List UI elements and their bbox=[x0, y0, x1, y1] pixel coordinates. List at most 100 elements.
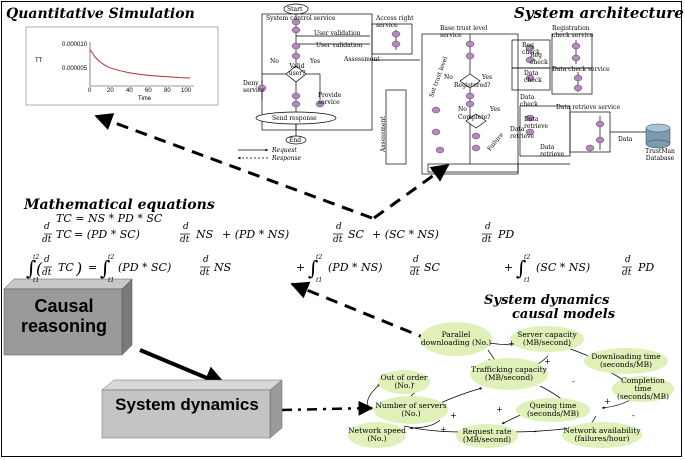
process-dot bbox=[391, 40, 401, 48]
arch-data: Data bbox=[618, 136, 633, 143]
node-number-of-servers: Number of servers (No.) bbox=[374, 396, 448, 424]
process-dot bbox=[525, 44, 535, 52]
process-dot bbox=[315, 100, 325, 108]
sign-6: + bbox=[604, 397, 611, 406]
sign-4: + bbox=[544, 357, 551, 366]
eq2-d-3: d bbox=[485, 222, 491, 232]
eq3-d-2: d bbox=[413, 255, 419, 265]
sign-12: - bbox=[632, 411, 635, 420]
process-dot bbox=[595, 120, 605, 128]
eq3-plus-1: + bbox=[296, 261, 306, 274]
sign-1: + bbox=[508, 339, 515, 348]
eq2-term-1: = (PD * SC) bbox=[74, 228, 140, 241]
eq3-integral-3: ∫ bbox=[516, 256, 527, 280]
eq3-lhs: TC bbox=[58, 261, 74, 274]
arch-system-control: System control service bbox=[266, 15, 336, 22]
process-dot bbox=[291, 42, 301, 50]
sign-3: - bbox=[488, 355, 491, 364]
eq3-int1-lo: t1 bbox=[108, 277, 115, 284]
arch-side-3: Assessment bbox=[380, 116, 387, 152]
process-dot bbox=[391, 30, 401, 38]
arch-data-check-service: Data check service bbox=[552, 66, 610, 73]
sim-plot-frame bbox=[25, 26, 219, 106]
eq2-term-1b: NS bbox=[196, 228, 214, 241]
eq3-term-2: (PD * NS) bbox=[328, 261, 383, 274]
arch-yes-3: Yes bbox=[490, 106, 501, 113]
arrow-to-causal bbox=[281, 400, 374, 416]
x-axis-label: Time bbox=[138, 96, 152, 102]
eq3-integral-1: ∫ bbox=[100, 256, 111, 280]
arch-trustman-db: TrustMan Database bbox=[645, 148, 675, 162]
arch-registered: Registered? bbox=[454, 82, 491, 89]
node-request-rate: Request rate (MB/second) bbox=[456, 424, 518, 448]
title-quantitative-simulation: Quantitative Simulation bbox=[6, 6, 195, 22]
eq2-d-2: d bbox=[336, 222, 342, 232]
arch-no-1: No bbox=[270, 58, 279, 65]
process-dot bbox=[525, 114, 535, 122]
eq3-paren-close: ) bbox=[76, 259, 83, 278]
sign-10: - bbox=[534, 427, 537, 436]
eq3-equals: = bbox=[88, 261, 98, 274]
process-dot bbox=[435, 146, 445, 154]
process-dots bbox=[257, 18, 605, 154]
eq2-term-3b: PD bbox=[498, 228, 515, 241]
process-dot bbox=[291, 52, 301, 60]
sign-7: + bbox=[496, 405, 503, 414]
sim-plot bbox=[89, 42, 194, 87]
process-dot bbox=[573, 74, 583, 82]
eq2-d-1: d bbox=[183, 222, 189, 232]
node-downloading-time: Downloading time (seconds/MB) bbox=[584, 348, 668, 374]
arch-start: Start bbox=[287, 6, 303, 13]
eq3-integral-2: ∫ bbox=[308, 256, 319, 280]
eq3-term-2b: SC bbox=[424, 261, 440, 274]
arch-request: Request bbox=[272, 147, 297, 154]
eq2-dt-1: dt bbox=[180, 235, 190, 245]
arch-registration-check: Registration check service bbox=[552, 25, 594, 39]
sign-2: - bbox=[568, 341, 571, 350]
arch-send-response: Send response bbox=[272, 115, 317, 122]
eq3-d-3: d bbox=[625, 255, 631, 265]
process-dot bbox=[465, 92, 475, 100]
arch-data-check-2: Data check bbox=[520, 94, 538, 108]
process-dot bbox=[291, 18, 301, 26]
process-dot bbox=[571, 42, 581, 50]
process-dot bbox=[525, 56, 535, 64]
arch-data-retrieve-2: Data retrieve bbox=[510, 126, 535, 140]
eq3-dt-2: dt bbox=[410, 268, 420, 278]
eq3-int-lo: t1 bbox=[33, 277, 40, 284]
node-completion-time: Completion time (seconds/MB) bbox=[612, 376, 674, 402]
arch-data-retrieve-service: Data retrieve service bbox=[556, 104, 621, 111]
eq3-d: d bbox=[44, 255, 50, 265]
arch-end: End bbox=[289, 137, 302, 144]
arch-access-right: Access right service bbox=[376, 15, 414, 29]
eq3-term-3: (SC * NS) bbox=[536, 261, 591, 274]
equation-marks bbox=[44, 233, 632, 268]
eq2-d: d bbox=[44, 222, 50, 232]
sign-8: + bbox=[450, 411, 457, 420]
node-out-of-order: Out of order (No.) bbox=[378, 370, 430, 394]
sim-axes bbox=[89, 42, 194, 87]
arch-assessment: Assessment bbox=[344, 56, 380, 63]
node-trafficking-capacity: Trafficking capacity (MB/second) bbox=[470, 358, 548, 390]
arch-no-3: No bbox=[458, 106, 467, 113]
sign-9: + bbox=[440, 425, 447, 434]
title-causal-models: causal models bbox=[512, 307, 616, 322]
arch-provide-service: Provide service bbox=[318, 92, 342, 106]
causal-reasoning-box bbox=[3, 278, 133, 356]
eq3-term-3b: PD bbox=[638, 261, 655, 274]
eq3-int2-lo: t1 bbox=[316, 277, 323, 284]
arch-complete: Complete? bbox=[458, 114, 491, 121]
eq3-dt-1: dt bbox=[200, 268, 210, 278]
process-dot bbox=[595, 136, 605, 144]
arrow-to-simulation bbox=[94, 113, 373, 220]
process-dot bbox=[291, 100, 301, 108]
process-dot bbox=[525, 74, 535, 82]
sign-11: - bbox=[412, 379, 415, 388]
causal-reasoning-label: Causal reasoning bbox=[20, 296, 108, 336]
eq2-term-3: + (SC * NS) bbox=[372, 228, 439, 241]
x-tick-20: 20 bbox=[107, 88, 114, 94]
node-parallel-downloading: Parallel downloading (No.) bbox=[420, 322, 492, 356]
process-dot bbox=[573, 84, 583, 92]
title-mathematical-equations: Mathematical equations bbox=[24, 197, 215, 213]
